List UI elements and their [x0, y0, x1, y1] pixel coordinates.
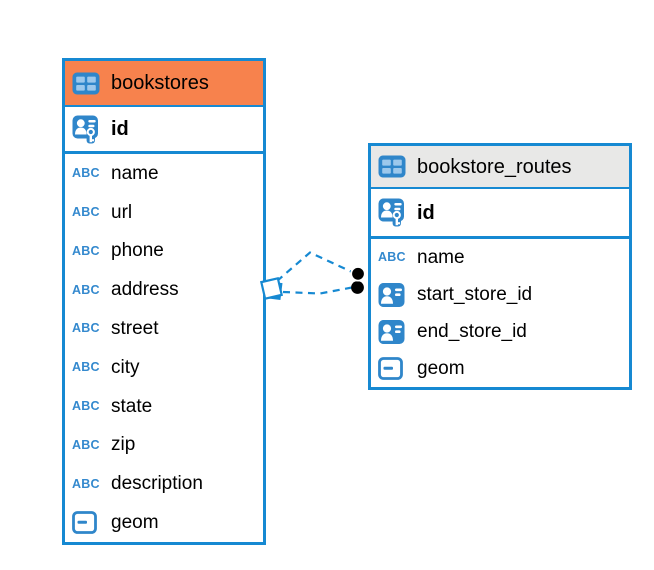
column-row[interactable]: end_store_id [371, 313, 629, 350]
text-type-icon: ABC [72, 204, 100, 219]
text-type-icon: ABC [72, 398, 100, 413]
column-row-primary-key[interactable]: id [65, 107, 263, 154]
column-name: start_store_id [417, 284, 533, 305]
text-type-icon: ABC [72, 166, 100, 181]
column-row[interactable]: ABC description [65, 464, 263, 503]
relationship-line-lower[interactable] [282, 286, 353, 295]
relationship-endpoint-dot-upper[interactable] [350, 266, 366, 282]
column-row[interactable]: geom [65, 503, 263, 542]
column-row[interactable]: ABC name [371, 239, 629, 276]
relationship-line-upper[interactable] [276, 251, 353, 282]
column-row-primary-key[interactable]: id [371, 189, 629, 239]
column-row[interactable]: ABC city [65, 348, 263, 387]
column-name: name [111, 162, 159, 184]
column-row[interactable]: ABC state [65, 387, 263, 426]
column-name: zip [111, 434, 136, 456]
column-row[interactable]: ABC name [65, 154, 263, 193]
text-type-icon: ABC [72, 243, 100, 258]
text-type-icon: ABC [72, 437, 100, 452]
table-header-bookstores[interactable]: bookstores [65, 61, 263, 107]
relationship-endpoint-dot-lower[interactable] [351, 281, 364, 294]
column-row[interactable]: ABC phone [65, 232, 263, 271]
column-name: url [111, 201, 133, 223]
table-title: bookstore_routes [417, 155, 572, 178]
column-name: geom [417, 358, 465, 379]
primary-key-icon [72, 115, 102, 144]
column-list: ABC name start_store_id [371, 239, 629, 387]
column-name: name [417, 247, 465, 268]
column-name: description [111, 473, 203, 495]
primary-key-icon [378, 198, 408, 227]
column-name: street [111, 318, 159, 340]
column-row[interactable]: geom [371, 350, 629, 387]
column-row[interactable]: ABC url [65, 193, 263, 232]
column-name: city [111, 356, 140, 378]
table-icon [72, 72, 102, 95]
column-name: id [417, 201, 435, 224]
column-name: state [111, 395, 153, 417]
column-name: geom [111, 512, 159, 534]
reference-column-icon [378, 319, 408, 344]
column-row[interactable]: ABC zip [65, 426, 263, 465]
text-type-icon: ABC [72, 321, 100, 336]
reference-column-icon [378, 282, 408, 307]
column-row[interactable]: start_store_id [371, 276, 629, 313]
table-bookstores[interactable]: bookstores id ABC [62, 58, 266, 545]
text-type-icon: ABC [72, 360, 100, 375]
relationship-diamond-marker[interactable] [259, 276, 284, 301]
table-title: bookstores [111, 72, 209, 94]
column-name: phone [111, 240, 164, 262]
text-type-icon: ABC [72, 476, 100, 491]
column-name: id [111, 118, 129, 140]
table-header-bookstore-routes[interactable]: bookstore_routes [371, 146, 629, 189]
column-row[interactable]: ABC street [65, 309, 263, 348]
column-list: ABC name ABC url ABC phone ABC address A… [65, 154, 263, 542]
column-name: end_store_id [417, 321, 527, 342]
geometry-type-icon [72, 511, 102, 534]
table-icon [378, 155, 408, 178]
column-name: address [111, 279, 179, 301]
column-row[interactable]: ABC address [65, 270, 263, 309]
text-type-icon: ABC [72, 282, 100, 297]
geometry-type-icon [378, 357, 408, 380]
table-bookstore-routes[interactable]: bookstore_routes id ABC [368, 143, 632, 390]
text-type-icon: ABC [378, 250, 406, 265]
